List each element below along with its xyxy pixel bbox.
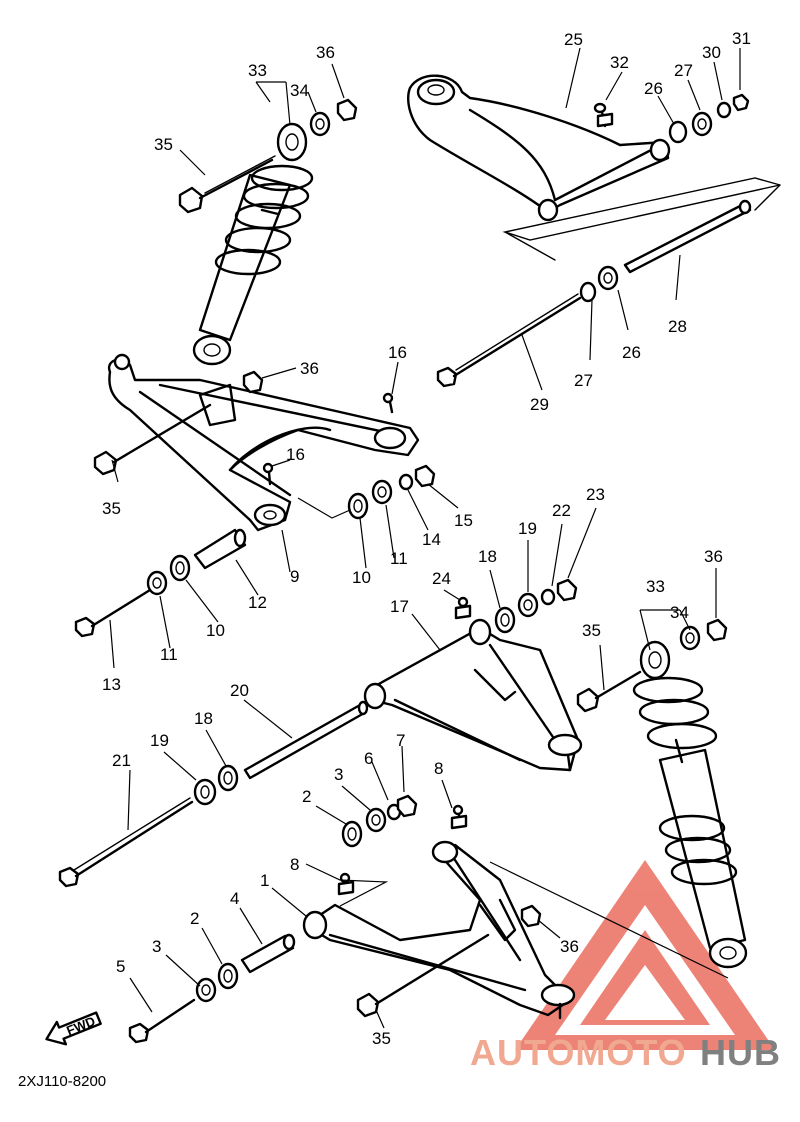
callout-28: 28	[668, 317, 687, 336]
bolt-35-mid	[93, 403, 212, 476]
callout-27-mid: 27	[574, 371, 593, 390]
nut-36-low	[520, 904, 542, 928]
callout-3-left: 3	[152, 937, 161, 956]
callout-labels: 25 32 26 27 30 31 28 26 27 29 33 34 36 3…	[102, 29, 751, 1048]
callout-35-top: 35	[154, 135, 173, 154]
callout-9: 9	[290, 567, 299, 586]
bolt-35-upper	[178, 155, 276, 214]
bolt-35-low	[356, 933, 490, 1018]
nut-36-mid	[242, 370, 264, 394]
lower-a-arm-1	[302, 840, 576, 1020]
bushings-10-11-14-15	[347, 464, 436, 520]
callout-33-top: 33	[248, 61, 267, 80]
bushings-18-19-22-23-right	[494, 578, 578, 634]
collar-10-washer-11	[146, 554, 191, 596]
bushing-34-upper	[309, 111, 331, 137]
callout-36-mid: 36	[300, 359, 319, 378]
callout-15: 15	[454, 511, 473, 530]
callout-23: 23	[586, 485, 605, 504]
callout-5: 5	[116, 957, 125, 976]
callout-34-right: 34	[670, 603, 689, 622]
drawing-code: 2XJ110-8200	[18, 1073, 106, 1090]
upper-arm-25	[407, 74, 781, 261]
fwd-direction-arrow: FWD	[45, 1011, 102, 1046]
callout-12: 12	[248, 593, 267, 612]
callout-16-mid: 16	[286, 445, 305, 464]
callout-11-left: 11	[160, 645, 178, 664]
callout-36-right: 36	[704, 547, 723, 566]
bushings-2-3-6-7-right	[341, 794, 418, 848]
callout-22: 22	[552, 501, 571, 520]
bolt-29	[436, 293, 582, 388]
callout-16-top: 16	[388, 343, 407, 362]
bolt-13	[74, 588, 152, 638]
bush-20	[243, 700, 369, 780]
callout-10-left: 10	[206, 621, 225, 640]
callout-19-right: 19	[518, 519, 537, 538]
bushings-2-3-left	[195, 962, 239, 1003]
nut-36-top	[336, 98, 358, 122]
bush-28	[623, 199, 752, 274]
callout-27-top: 27	[674, 61, 693, 80]
callout-6: 6	[364, 749, 373, 768]
callout-2-left: 2	[190, 909, 199, 928]
upper-shock-absorber	[192, 122, 314, 366]
leader-lines	[109, 47, 741, 1029]
callout-19-left: 19	[150, 731, 169, 750]
watermark-text-automoto: AUTOMOTO	[470, 1032, 687, 1073]
callout-31: 31	[732, 29, 751, 48]
callout-17: 17	[390, 597, 409, 616]
bushing-34-lower	[679, 625, 701, 651]
grease-nipple-32	[593, 102, 614, 128]
grease-nipple-24	[454, 596, 472, 620]
washers-26-27-30-31-top	[668, 93, 750, 144]
bush-12	[193, 528, 247, 570]
callout-26-mid: 26	[622, 343, 641, 362]
callout-35-right: 35	[582, 621, 601, 640]
bolt-5	[128, 998, 196, 1044]
callout-8-left: 8	[290, 855, 299, 874]
callout-24: 24	[432, 569, 451, 588]
callout-33-right: 33	[646, 577, 665, 596]
bolt-21	[58, 797, 194, 888]
callout-7: 7	[396, 731, 405, 750]
upper-a-arm-9	[107, 353, 420, 532]
callout-36-top: 36	[316, 43, 335, 62]
lower-a-arm-17	[363, 618, 583, 772]
callout-18-left: 18	[194, 709, 213, 728]
bushings-18-19-left	[193, 764, 239, 806]
bolt-35-right	[576, 670, 642, 713]
callout-8-right: 8	[434, 759, 443, 778]
callout-25: 25	[564, 30, 583, 49]
callout-3-right: 3	[334, 765, 343, 784]
callout-2-right: 2	[302, 787, 311, 806]
callout-26-top: 26	[644, 79, 663, 98]
callout-36-low: 36	[560, 937, 579, 956]
washers-26-27-mid	[579, 265, 619, 303]
callout-14: 14	[422, 530, 441, 549]
callout-13: 13	[102, 675, 121, 694]
fwd-label: FWD	[64, 1013, 97, 1038]
callout-30: 30	[702, 43, 721, 62]
callout-35-low: 35	[372, 1029, 391, 1048]
callout-34-top: 34	[290, 81, 309, 100]
grease-nipple-16	[262, 392, 394, 486]
callout-18-right: 18	[478, 547, 497, 566]
callout-29: 29	[530, 395, 549, 414]
callout-4: 4	[230, 889, 239, 908]
bush-4	[240, 933, 296, 974]
nut-36-right	[706, 618, 728, 642]
callout-32: 32	[610, 53, 629, 72]
watermark-logo	[515, 860, 775, 1050]
callout-35-mid: 35	[102, 499, 121, 518]
callout-1: 1	[260, 871, 269, 890]
watermark-text-hub: HUB	[700, 1032, 781, 1073]
callout-20: 20	[230, 681, 249, 700]
lower-shock-absorber	[632, 640, 748, 969]
callout-11-right: 11	[390, 549, 408, 568]
callout-10-right: 10	[352, 568, 371, 587]
callout-21: 21	[112, 751, 131, 770]
